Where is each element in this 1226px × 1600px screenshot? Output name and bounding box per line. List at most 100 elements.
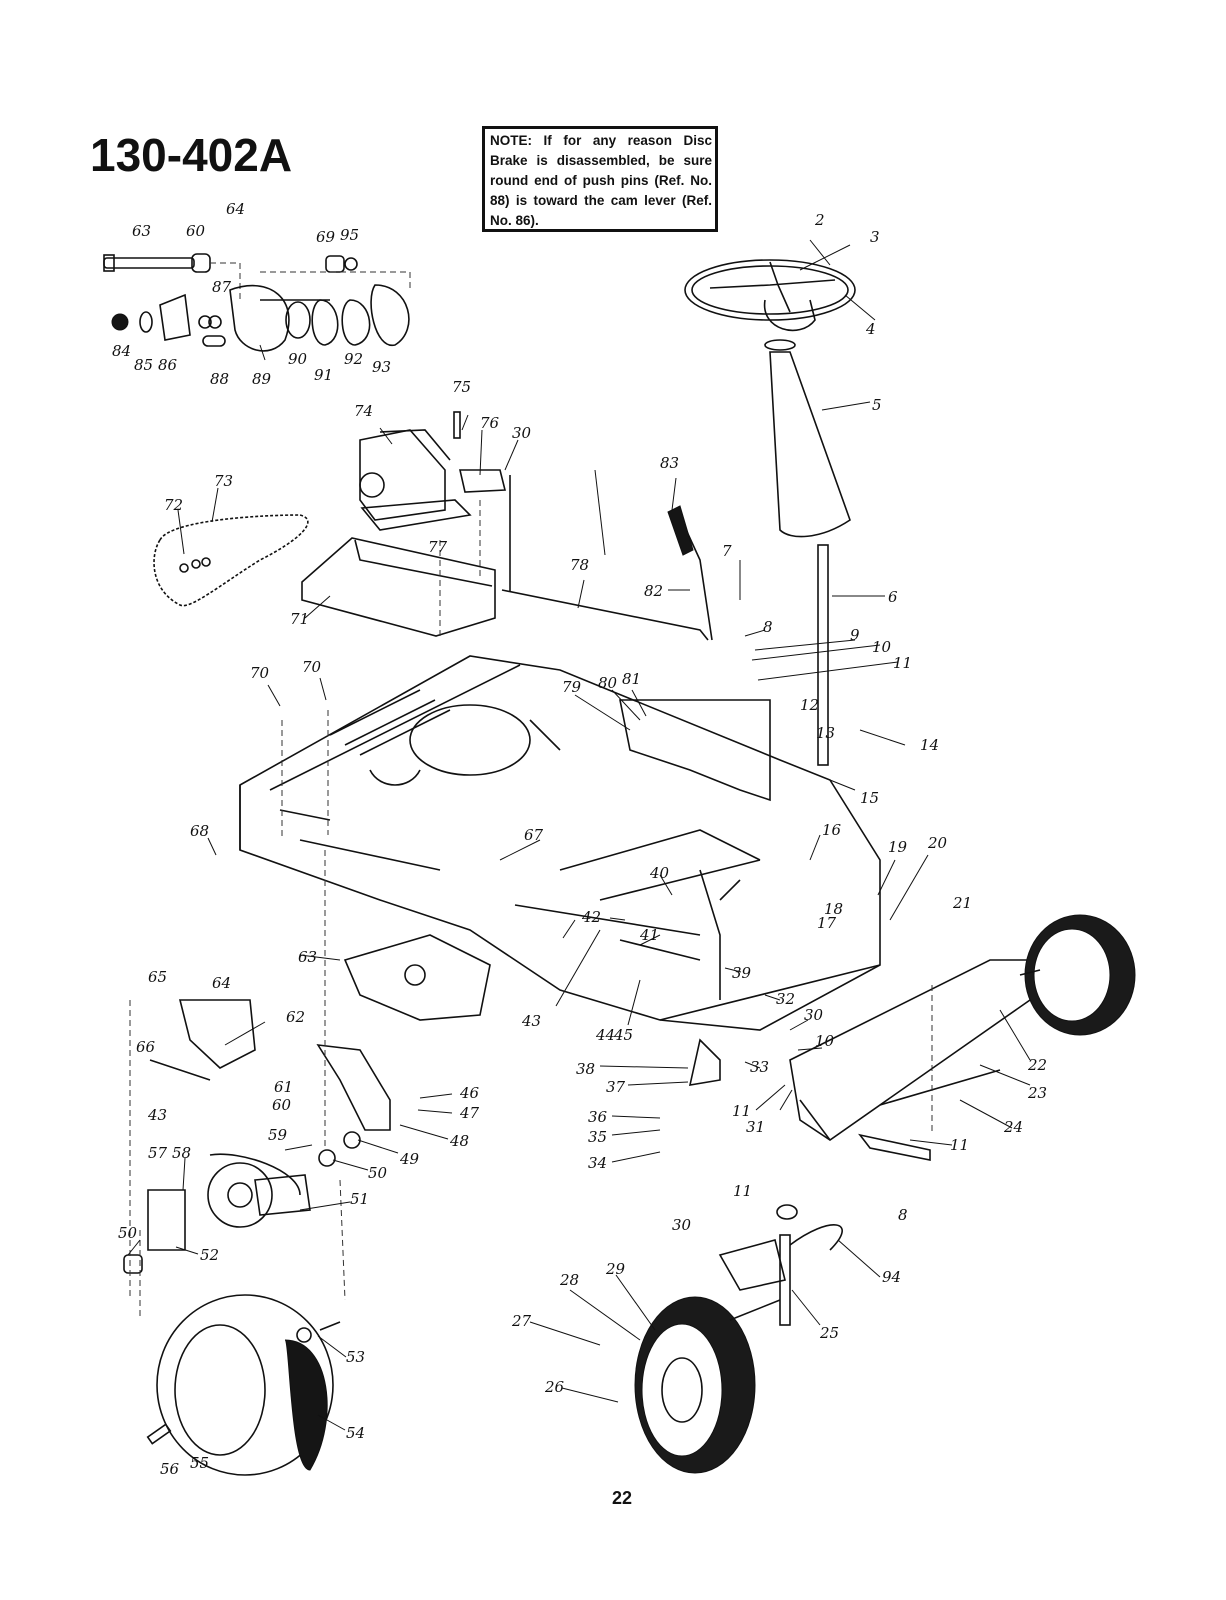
callout-71: 71 <box>290 610 309 628</box>
transmission-assembly <box>301 411 709 641</box>
callout-49: 49 <box>399 1150 420 1168</box>
callout-85: 85 <box>134 356 153 374</box>
callout-62: 62 <box>286 1008 305 1026</box>
drive-chain <box>153 514 309 607</box>
callout-86: 86 <box>158 356 178 374</box>
callout-63: 63 <box>298 948 317 966</box>
callout-31: 31 <box>746 1118 765 1136</box>
callout-90: 90 <box>288 350 308 368</box>
callout-63-b: 63 <box>132 222 151 240</box>
callout-23: 23 <box>1027 1084 1047 1102</box>
callout-91: 91 <box>314 366 333 384</box>
callout-65: 65 <box>148 968 167 986</box>
callout-39: 39 <box>732 964 752 982</box>
callout-55: 55 <box>190 1454 209 1472</box>
callout-81: 81 <box>622 670 641 688</box>
steering-assembly <box>684 239 885 766</box>
main-frame <box>239 655 881 1031</box>
disc-brake-note-text: NOTE: If for any reason Disc Brake is di… <box>490 133 712 228</box>
callout-52: 52 <box>200 1246 219 1264</box>
callout-11: 11 <box>893 654 912 672</box>
callout-27: 27 <box>511 1312 532 1330</box>
callout-25: 25 <box>819 1324 839 1342</box>
callout-50: 50 <box>368 1164 388 1182</box>
callout-26: 26 <box>544 1378 565 1396</box>
callout-22: 22 <box>1027 1056 1047 1074</box>
callout-60-b: 60 <box>186 222 206 240</box>
callout-32: 32 <box>776 990 795 1008</box>
callout-10-b: 10 <box>815 1032 835 1050</box>
callout-37: 37 <box>606 1078 626 1096</box>
callout-66: 66 <box>136 1038 156 1056</box>
callout-18: 18 <box>824 900 843 918</box>
linkage-rods <box>514 505 721 1086</box>
callout-64-b: 64 <box>226 200 245 218</box>
callout-11-c: 11 <box>733 1182 752 1200</box>
callout-30: 30 <box>672 1216 692 1234</box>
callout-7: 7 <box>722 542 732 560</box>
callout-84: 84 <box>112 342 131 360</box>
callout-53: 53 <box>346 1348 365 1366</box>
callout-68: 68 <box>190 822 209 840</box>
leader-lines <box>127 414 1031 1431</box>
callout-36: 36 <box>588 1108 608 1126</box>
callout-30-b: 30 <box>804 1006 824 1024</box>
callout-15: 15 <box>860 789 879 807</box>
callout-28: 28 <box>559 1271 579 1289</box>
callout-64: 64 <box>212 974 231 992</box>
callout-11-b: 11 <box>950 1136 969 1154</box>
callout-60: 60 <box>272 1096 292 1114</box>
callout-48: 48 <box>449 1132 469 1150</box>
callout-29: 29 <box>605 1260 626 1278</box>
reference-callouts: 2 3 4 5 6 7 8 9 10 11 12 13 14 15 16 17 … <box>112 200 1047 1478</box>
callout-61: 61 <box>274 1078 293 1096</box>
callout-40: 40 <box>649 864 670 882</box>
callout-72: 72 <box>164 496 183 514</box>
callout-75: 75 <box>452 378 471 396</box>
callout-16: 16 <box>822 821 842 839</box>
brake-bracket-parts <box>129 850 491 1300</box>
callout-8-b: 8 <box>898 1206 908 1224</box>
callout-78: 78 <box>570 556 589 574</box>
callout-74: 74 <box>354 402 373 420</box>
callout-70: 70 <box>250 664 270 682</box>
callout-79: 79 <box>562 678 582 696</box>
callout-20: 20 <box>927 834 948 852</box>
callout-6: 6 <box>888 588 898 606</box>
callout-3: 3 <box>870 228 880 246</box>
callout-43: 43 <box>521 1012 541 1030</box>
callout-69: 69 <box>316 228 336 246</box>
callout-56: 56 <box>160 1460 180 1478</box>
callout-2: 2 <box>814 211 825 229</box>
callout-42: 42 <box>581 908 601 926</box>
callout-35: 35 <box>588 1128 607 1146</box>
callout-12: 12 <box>800 696 819 714</box>
callout-50-b: 50 <box>118 1224 138 1242</box>
callout-17: 17 <box>817 914 837 932</box>
callout-13: 13 <box>816 724 835 742</box>
callout-67: 67 <box>524 826 544 844</box>
callout-83: 83 <box>660 454 679 472</box>
callout-93: 93 <box>372 358 391 376</box>
callout-82: 82 <box>644 582 663 600</box>
callout-80: 80 <box>598 674 618 692</box>
callout-41: 41 <box>639 926 659 944</box>
callout-5: 5 <box>872 396 882 414</box>
page-number: 22 <box>612 1488 633 1508</box>
model-number-title: 130-402A <box>90 129 293 181</box>
callout-30-c: 30 <box>512 424 532 442</box>
callout-45: 45 <box>613 1026 633 1044</box>
callout-34: 34 <box>588 1154 607 1172</box>
callout-51: 51 <box>350 1190 369 1208</box>
callout-38: 38 <box>576 1060 595 1078</box>
callout-47: 47 <box>459 1104 480 1122</box>
callout-88: 88 <box>210 370 229 388</box>
callout-19: 19 <box>888 838 908 856</box>
disc-brake-assembly <box>103 253 411 361</box>
callout-87: 87 <box>212 278 232 296</box>
callout-89: 89 <box>252 370 272 388</box>
rear-drive-assembly <box>123 1153 346 1476</box>
callout-54: 54 <box>346 1424 365 1442</box>
front-axle-assembly <box>789 914 1136 1161</box>
